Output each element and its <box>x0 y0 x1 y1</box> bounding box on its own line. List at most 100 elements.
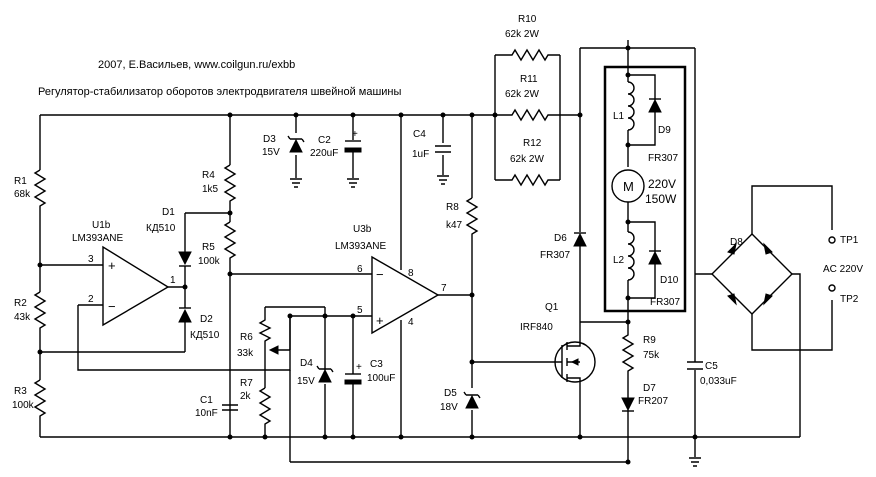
svg-text:D6: D6 <box>554 233 567 244</box>
svg-text:LM393ANE: LM393ANE <box>335 241 386 252</box>
svg-text:k47: k47 <box>446 220 463 231</box>
junction-dots <box>37 45 698 465</box>
svg-text:62k 2W: 62k 2W <box>505 89 539 100</box>
svg-text:150W: 150W <box>645 192 677 206</box>
resistor-r1: R1 68k <box>14 169 47 212</box>
resistor-r3: R3 100k <box>12 379 47 420</box>
resistor-r2: R2 43k <box>14 291 47 332</box>
svg-text:C1: C1 <box>200 395 213 406</box>
svg-text:1: 1 <box>170 275 176 286</box>
svg-text:R11: R11 <box>520 74 538 85</box>
author-text: 2007, Е.Васильев, www.coilgun.ru/exbb <box>98 59 295 71</box>
svg-text:TP1: TP1 <box>840 235 859 246</box>
svg-text:43k: 43k <box>14 312 31 323</box>
svg-text:D9: D9 <box>658 125 671 136</box>
svg-text:220uF: 220uF <box>310 148 338 159</box>
svg-text:TP2: TP2 <box>840 294 859 305</box>
svg-text:D1: D1 <box>162 207 175 218</box>
svg-text:IRF840: IRF840 <box>520 322 553 333</box>
svg-text:FR207: FR207 <box>638 396 668 407</box>
svg-text:1k5: 1k5 <box>202 184 219 195</box>
svg-text:15V: 15V <box>297 376 315 387</box>
capacitor-c4: C4 1uF <box>412 129 451 160</box>
svg-text:7: 7 <box>441 283 447 294</box>
svg-text:D8: D8 <box>730 237 743 248</box>
svg-text:C2: C2 <box>318 135 331 146</box>
svg-text:4: 4 <box>408 317 414 328</box>
svg-text:+: + <box>356 362 362 373</box>
svg-text:R10: R10 <box>518 14 537 25</box>
svg-text:+: + <box>376 313 384 328</box>
svg-text:R4: R4 <box>202 170 215 181</box>
svg-text:18V: 18V <box>440 402 458 413</box>
mosfet-q1: Q1 IRF840 <box>472 302 628 437</box>
diode-d1: D1 КД510 <box>146 207 230 287</box>
svg-text:D7: D7 <box>643 383 656 394</box>
svg-text:15V: 15V <box>262 147 280 158</box>
svg-text:U1b: U1b <box>92 220 111 231</box>
svg-text:1uF: 1uF <box>412 149 429 160</box>
comparator-u1b: + − 3 2 1 U1b LM393ANE <box>40 220 291 371</box>
capacitor-c1: C1 10nF <box>195 395 238 419</box>
svg-text:+: + <box>108 258 116 273</box>
capacitor-c2: + C2 220uF <box>310 129 362 159</box>
resistor-r4: R4 1k5 <box>202 164 237 203</box>
svg-text:КД510: КД510 <box>190 330 220 341</box>
svg-text:R8: R8 <box>446 202 459 213</box>
bridge-d8: D8 TP1 TP2 AC 220V <box>695 185 863 437</box>
svg-text:D10: D10 <box>660 275 679 286</box>
svg-text:+: + <box>352 129 358 140</box>
resistor-r5: R5 100k <box>198 221 237 267</box>
svg-text:LM393ANE: LM393ANE <box>72 233 123 244</box>
resistor-r9: R9 75k <box>621 322 660 395</box>
svg-text:62k 2W: 62k 2W <box>505 29 539 40</box>
svg-text:FR307: FR307 <box>648 153 678 164</box>
svg-text:D4: D4 <box>300 358 313 369</box>
resistor-r7: R7 2k <box>240 378 272 437</box>
svg-text:100k: 100k <box>198 256 221 267</box>
svg-text:220V: 220V <box>648 177 676 191</box>
svg-text:R12: R12 <box>523 138 542 149</box>
wiring <box>39 114 800 463</box>
svg-text:U3b: U3b <box>353 224 372 235</box>
svg-text:R9: R9 <box>643 335 656 346</box>
zener-d3: D3 15V <box>262 134 305 158</box>
svg-text:2: 2 <box>88 294 94 305</box>
svg-text:КД510: КД510 <box>146 223 176 234</box>
capacitor-c3: + C3 100uF <box>344 316 395 437</box>
svg-text:L2: L2 <box>613 255 625 266</box>
svg-text:FR307: FR307 <box>540 250 570 261</box>
resistor-r8: R8 k47 <box>446 197 479 238</box>
svg-text:L1: L1 <box>613 111 625 122</box>
svg-text:−: − <box>376 267 384 282</box>
svg-text:Q1: Q1 <box>545 302 559 313</box>
ground-symbols <box>290 175 701 467</box>
svg-text:R6: R6 <box>240 332 253 343</box>
capacitor-c5: C5 0,033uF <box>687 48 737 437</box>
svg-text:68k: 68k <box>14 189 31 200</box>
svg-text:D2: D2 <box>200 314 213 325</box>
svg-text:62k 2W: 62k 2W <box>510 154 544 165</box>
svg-text:R5: R5 <box>202 242 215 253</box>
comparator-u3b: − + 6 5 7 8 4 U3b LM393ANE <box>230 224 472 335</box>
svg-text:6: 6 <box>357 264 363 275</box>
svg-text:2k: 2k <box>240 391 252 402</box>
svg-text:33k: 33k <box>237 348 254 359</box>
zener-d5: D5 18V <box>440 388 481 413</box>
svg-text:FR307: FR307 <box>650 297 680 308</box>
svg-text:0,033uF: 0,033uF <box>700 376 737 387</box>
svg-text:100uF: 100uF <box>367 373 395 384</box>
svg-text:75k: 75k <box>643 350 660 361</box>
svg-text:C3: C3 <box>370 359 383 370</box>
svg-text:3: 3 <box>88 254 94 265</box>
svg-text:C5: C5 <box>705 361 718 372</box>
svg-text:R1: R1 <box>14 176 27 187</box>
svg-text:10nF: 10nF <box>195 408 218 419</box>
diode-d2: D2 КД510 <box>178 287 220 352</box>
circuit-title: Регулятор-стабилизатор оборотов электрод… <box>38 86 402 98</box>
svg-text:AC 220V: AC 220V <box>823 264 863 275</box>
diode-d6: D6 FR307 <box>540 47 695 322</box>
svg-text:M: M <box>623 179 634 194</box>
